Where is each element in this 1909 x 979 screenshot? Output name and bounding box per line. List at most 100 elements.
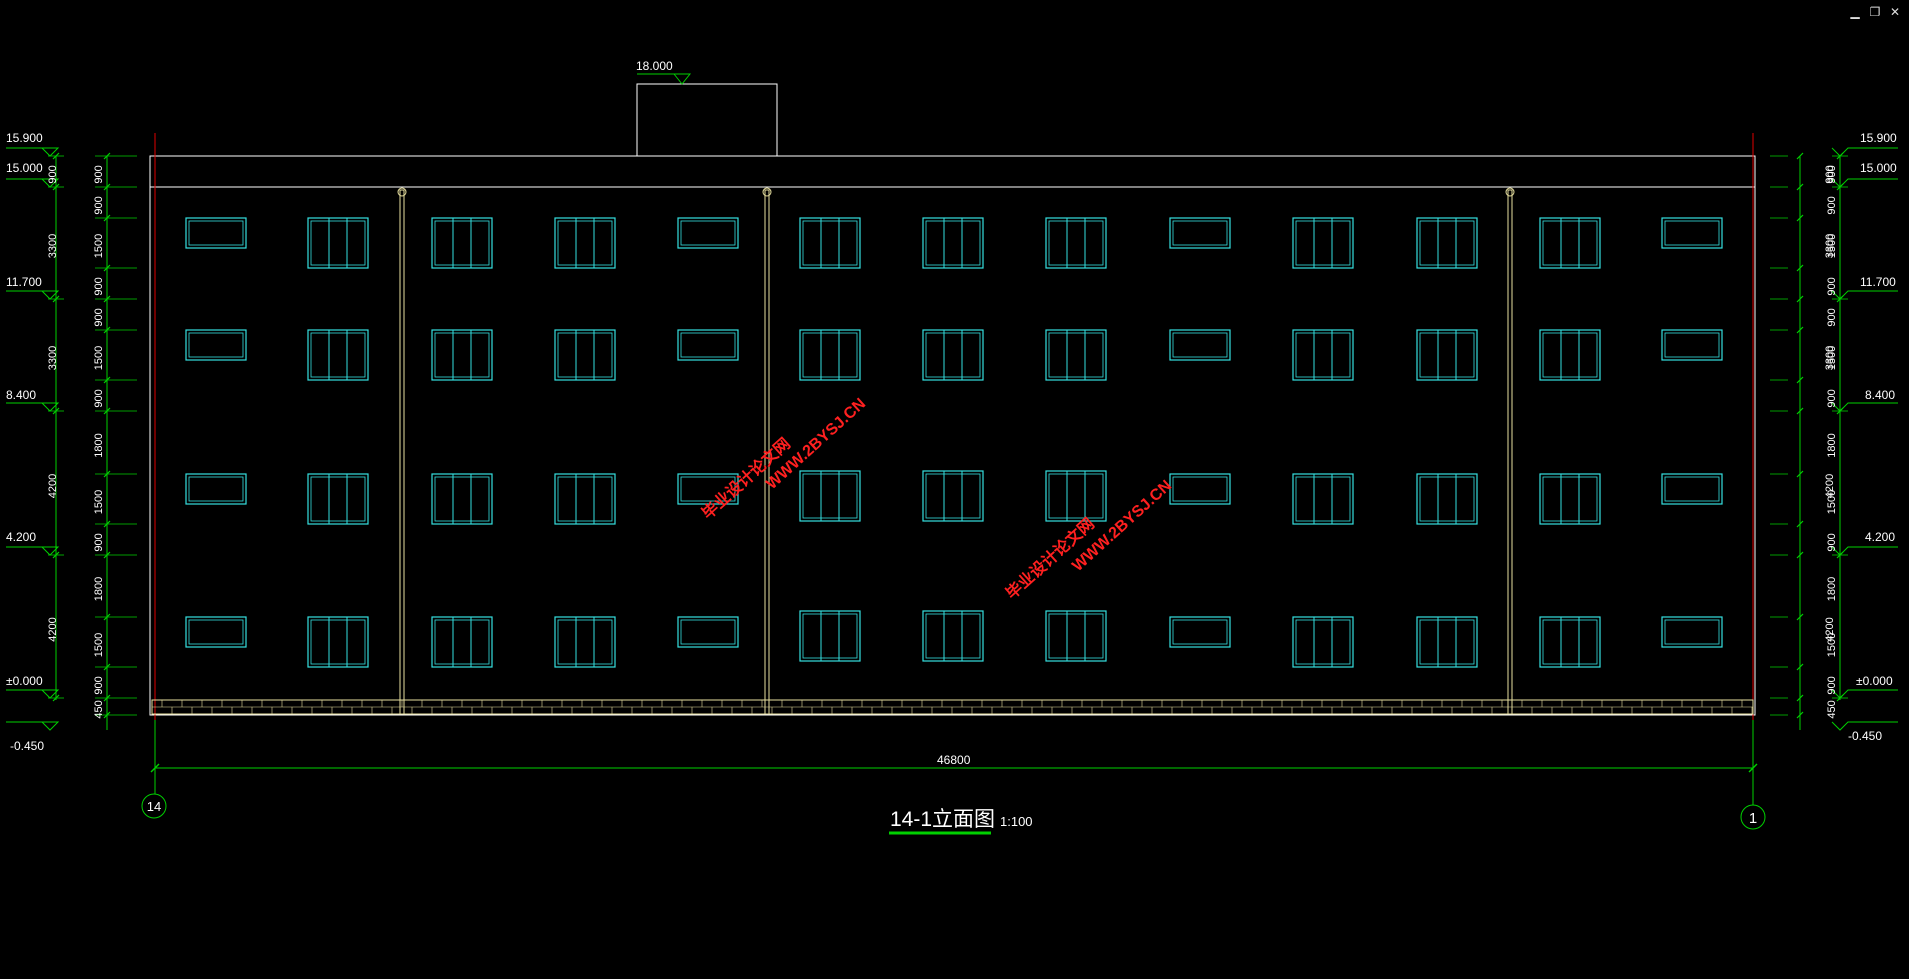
dim-tick bbox=[103, 152, 111, 160]
level-marker-left bbox=[6, 546, 60, 556]
dim-tick bbox=[52, 183, 60, 191]
dim-tick bbox=[103, 326, 111, 334]
dim-tick bbox=[103, 551, 111, 559]
window-small-sash bbox=[188, 619, 244, 645]
restore-icon[interactable]: ❐ bbox=[1869, 5, 1881, 19]
level-marker-right bbox=[1831, 290, 1898, 300]
dim-text-inner-left: 450 bbox=[93, 700, 105, 718]
dim-text-inner-left: 900 bbox=[93, 165, 105, 183]
dim-text-inner-right: 900 bbox=[1826, 533, 1838, 551]
window-triple bbox=[1045, 217, 1107, 269]
dim-tick bbox=[103, 295, 111, 303]
left-level-neg0450: -0.450 bbox=[10, 739, 44, 753]
window-triple bbox=[1292, 616, 1354, 668]
window-sash bbox=[1542, 220, 1598, 266]
window-triple bbox=[1539, 217, 1601, 269]
dim-tick bbox=[52, 152, 60, 160]
dim-text-inner-left: 900 bbox=[93, 196, 105, 214]
dim-tick bbox=[1796, 152, 1804, 160]
window-sash bbox=[1295, 476, 1351, 522]
roof-level-marker bbox=[637, 73, 692, 85]
window-controls: ▁ ❐ ✕ bbox=[1849, 6, 1901, 18]
window-sash bbox=[1048, 613, 1104, 659]
dim-tick bbox=[1796, 376, 1804, 384]
downpipe bbox=[764, 189, 770, 715]
level-marker-left bbox=[6, 402, 60, 412]
window-small-sash bbox=[188, 332, 244, 358]
level-marker-left bbox=[6, 689, 60, 699]
window-triple bbox=[431, 217, 493, 269]
dim-text-inner-right: 1500 bbox=[1826, 234, 1838, 258]
window-sash bbox=[1542, 476, 1598, 522]
level-marker-right bbox=[1831, 147, 1898, 157]
dim-text-inner-left: 1500 bbox=[93, 633, 105, 657]
window-sash bbox=[1295, 220, 1351, 266]
window-triple bbox=[1539, 329, 1601, 381]
level-marker-right bbox=[1831, 721, 1898, 731]
window-sash bbox=[434, 619, 490, 665]
dim-text-inner-right: 900 bbox=[1826, 676, 1838, 694]
dim-tick bbox=[1748, 763, 1758, 773]
dim-text-inner-right: 900 bbox=[1826, 308, 1838, 326]
minimize-icon[interactable]: ▁ bbox=[1850, 5, 1860, 19]
window-sash bbox=[1048, 332, 1104, 378]
total-length-dim: 46800 bbox=[937, 753, 971, 767]
window-small-sash bbox=[1664, 332, 1720, 358]
window-small-sash bbox=[680, 619, 736, 645]
window-small bbox=[1661, 616, 1723, 648]
dim-text-inner-right: 900 bbox=[1826, 196, 1838, 214]
dim-tick bbox=[1796, 295, 1804, 303]
dim-tick bbox=[103, 407, 111, 415]
axis-label-14: 14 bbox=[147, 799, 161, 814]
window-small-sash bbox=[1172, 619, 1228, 645]
window-sash bbox=[557, 476, 613, 522]
dim-tick bbox=[1796, 214, 1804, 222]
drawing-title: 14-1立面图 bbox=[890, 808, 995, 831]
window-small bbox=[1169, 329, 1231, 361]
downpipe-head bbox=[397, 187, 407, 197]
level-marker-right bbox=[1831, 546, 1898, 556]
dim-text-inner-left: 900 bbox=[93, 308, 105, 326]
roof-level-label: 18.000 bbox=[636, 59, 673, 73]
dim-tick bbox=[150, 763, 160, 773]
window-triple bbox=[307, 329, 369, 381]
dim-text-outer-left: 3300 bbox=[47, 234, 59, 258]
dim-tick bbox=[103, 376, 111, 384]
window-sash bbox=[925, 473, 981, 519]
window-sash bbox=[310, 220, 366, 266]
dim-tick bbox=[1796, 407, 1804, 415]
window-small bbox=[677, 217, 739, 249]
window-triple bbox=[1292, 217, 1354, 269]
window-small bbox=[1169, 616, 1231, 648]
close-icon[interactable]: ✕ bbox=[1889, 5, 1901, 19]
dim-text-inner-left: 900 bbox=[93, 389, 105, 407]
dim-tick bbox=[1796, 470, 1804, 478]
window-small-sash bbox=[680, 220, 736, 246]
window-sash bbox=[434, 220, 490, 266]
window-small bbox=[677, 473, 739, 505]
dim-tick bbox=[1796, 711, 1804, 719]
window-sash bbox=[802, 473, 858, 519]
window-triple bbox=[799, 610, 861, 662]
window-triple bbox=[554, 217, 616, 269]
window-small bbox=[1169, 473, 1231, 505]
window-sash bbox=[802, 220, 858, 266]
level-marker-right bbox=[1831, 402, 1898, 412]
window-triple bbox=[799, 470, 861, 522]
window-triple bbox=[554, 329, 616, 381]
dim-tick bbox=[52, 694, 60, 702]
window-triple bbox=[922, 470, 984, 522]
window-sash bbox=[310, 332, 366, 378]
axis-bubble-1: 1 bbox=[1740, 804, 1766, 830]
window-triple bbox=[307, 217, 369, 269]
window-small bbox=[185, 217, 247, 249]
dim-tick bbox=[103, 613, 111, 621]
dim-tick bbox=[103, 183, 111, 191]
dim-tick bbox=[1796, 183, 1804, 191]
dim-text-outer-right: 3300 bbox=[1824, 234, 1836, 258]
dim-text-inner-right: 1800 bbox=[1826, 433, 1838, 457]
downpipe-head bbox=[762, 187, 772, 197]
window-sash bbox=[557, 332, 613, 378]
window-small-sash bbox=[1172, 476, 1228, 502]
